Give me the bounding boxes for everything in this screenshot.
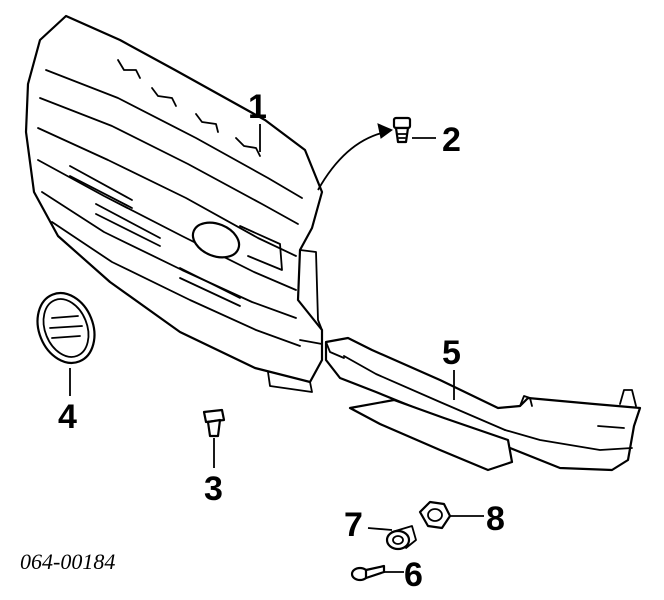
diagram-part-number: 064-00184 xyxy=(20,549,115,574)
callout-4: 4 xyxy=(58,398,77,436)
clip xyxy=(392,116,412,144)
screw xyxy=(350,564,386,582)
assembly-arrowhead xyxy=(377,123,394,139)
nut xyxy=(418,500,452,530)
assembly-arrow xyxy=(317,131,387,191)
callout-1: 1 xyxy=(248,88,267,126)
grille-badge xyxy=(36,292,96,364)
callout-3: 3 xyxy=(204,470,223,508)
callout-5: 5 xyxy=(442,334,461,372)
push-fastener xyxy=(202,408,226,438)
callout-2: 2 xyxy=(442,121,461,159)
callout-6: 6 xyxy=(404,556,423,594)
front-lower-panel xyxy=(324,336,642,472)
callout-7: 7 xyxy=(344,506,363,544)
callout-8: 8 xyxy=(486,500,505,538)
leader-line-7 xyxy=(367,527,393,531)
radiator-grille xyxy=(24,14,324,393)
spacer xyxy=(385,525,417,551)
